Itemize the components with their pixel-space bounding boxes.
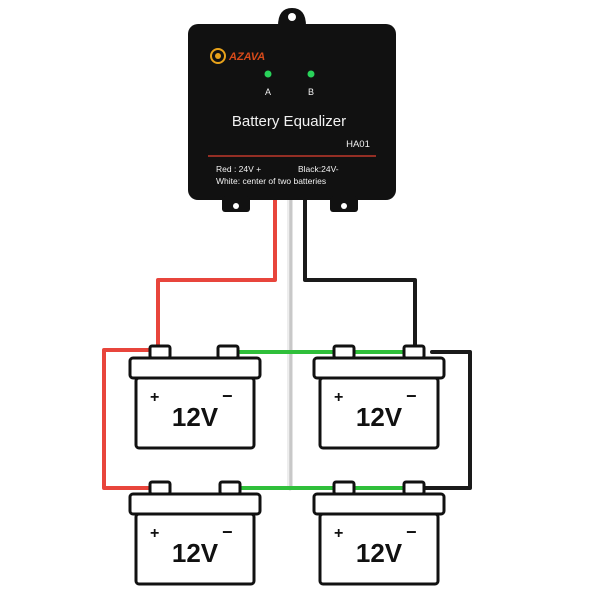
battery-bottom-right: + − 12V: [312, 480, 446, 586]
battery-plus-sign: +: [334, 389, 343, 406]
mount-hole-top: [288, 13, 296, 21]
battery-minus-sign: −: [222, 386, 233, 406]
battery-voltage-label: 12V: [356, 402, 403, 432]
red-wire-link: [102, 348, 152, 490]
battery-voltage-label: 12V: [172, 538, 219, 568]
wiring-note-red: Red : 24V +: [216, 164, 261, 174]
led-b-label: B: [308, 87, 314, 97]
black-wire-link: [423, 350, 472, 490]
battery-plus-sign: +: [150, 525, 159, 542]
device-model: HA01: [346, 139, 370, 150]
led-a-indicator: [264, 70, 272, 78]
device-title: Battery Equalizer: [232, 113, 346, 130]
battery-plus-sign: +: [334, 525, 343, 542]
wires: [102, 195, 472, 491]
battery-top-left: + − 12V: [128, 344, 262, 450]
battery-bottom-left: + − 12V: [128, 480, 262, 586]
wiring-note-white: White: center of two batteries: [216, 176, 326, 186]
battery-voltage-label: 12V: [356, 538, 403, 568]
battery-equalizer-device: AZAVA A B Battery Equalizer HA01 Red : 2…: [188, 8, 396, 212]
led-a-label: A: [265, 87, 271, 97]
brand-name: AZAVA: [228, 51, 265, 63]
red-wire: [156, 196, 277, 352]
battery-plus-sign: +: [150, 389, 159, 406]
battery-minus-sign: −: [406, 386, 417, 406]
battery-voltage-label: 12V: [172, 402, 219, 432]
wiring-note-black: Black:24V-: [298, 164, 339, 174]
battery-minus-sign: −: [222, 522, 233, 542]
black-wire: [303, 196, 417, 354]
foot-hole-left: [233, 203, 239, 209]
led-b-indicator: [307, 70, 315, 78]
azava-logo: AZAVA: [210, 48, 265, 64]
foot-hole-right: [341, 203, 347, 209]
battery-minus-sign: −: [406, 522, 417, 542]
battery-top-right: + − 12V: [312, 344, 446, 450]
